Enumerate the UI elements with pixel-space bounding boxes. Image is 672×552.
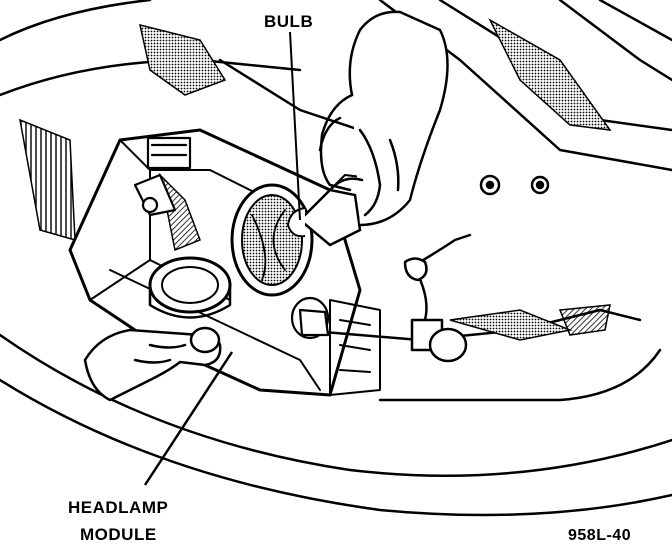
background-shading bbox=[19, 18, 612, 341]
wiring-harness bbox=[403, 233, 472, 363]
headlamp-module-label-line2: MODULE bbox=[80, 525, 157, 544]
mounting-bolts bbox=[479, 174, 550, 196]
bulb-socket bbox=[230, 183, 314, 297]
upper-hand bbox=[318, 10, 449, 227]
bulb-label: BULB bbox=[264, 12, 313, 31]
left-connector bbox=[133, 136, 192, 217]
lower-clip bbox=[290, 296, 330, 340]
adjuster-ring bbox=[148, 256, 232, 319]
headlamp-module-leader bbox=[143, 351, 234, 486]
lower-hand bbox=[83, 326, 222, 402]
figure-code: 958L-40 bbox=[568, 527, 631, 544]
bulb-leader bbox=[289, 31, 301, 221]
headlamp-module-label-line1: HEADLAMP bbox=[68, 498, 168, 517]
leader-lines bbox=[143, 31, 301, 486]
